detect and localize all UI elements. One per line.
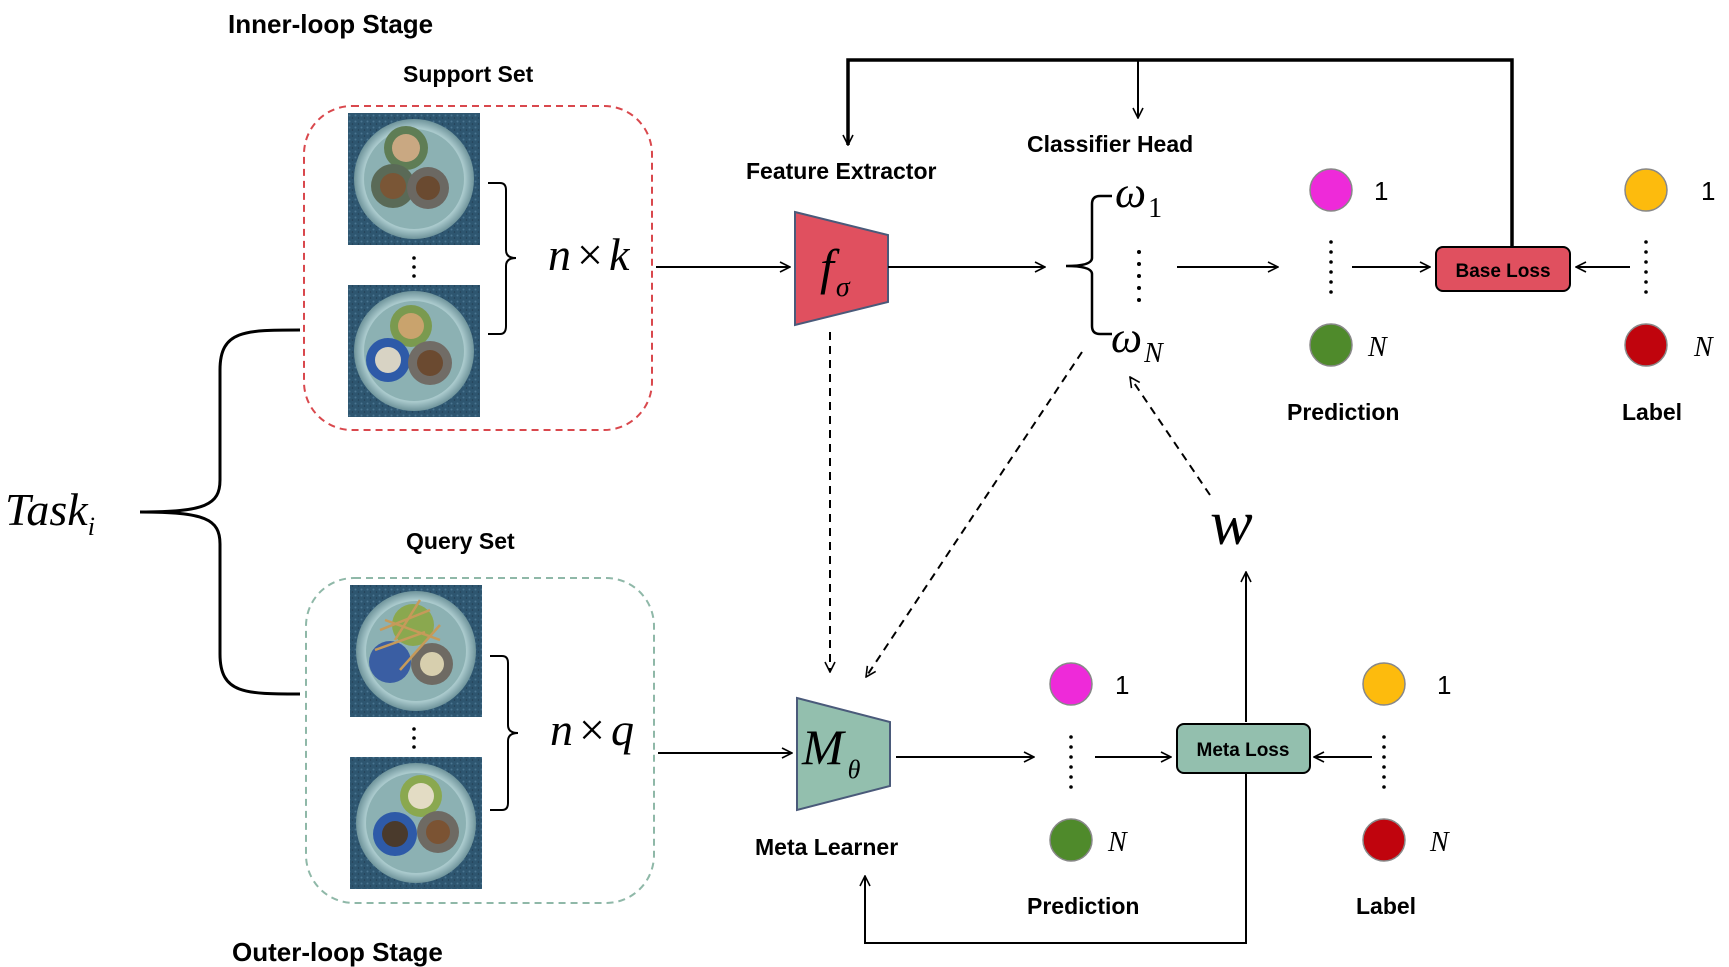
- support-set-title: Support Set: [403, 61, 534, 87]
- arrow-classifier-to-meta-learner: [866, 351, 1083, 677]
- outer-label-bottom-index: N: [1429, 827, 1450, 858]
- outer-label-top-index: 1: [1437, 670, 1451, 700]
- base-loss-box: [1435, 246, 1571, 292]
- support-set-box: [303, 105, 653, 431]
- outer-label-top-circle: [1362, 662, 1406, 706]
- outer-prediction-ellipsis: [1069, 735, 1073, 789]
- arrow-w-to-classifier: [1130, 377, 1211, 496]
- meta-loss-label: Meta Loss: [1197, 740, 1290, 761]
- query-image-bottom: [350, 757, 482, 889]
- outer-prediction-top-circle: [1049, 662, 1093, 706]
- task-label: Taski: [5, 484, 95, 541]
- outer-loop-stage-title: Outer-loop Stage: [232, 937, 443, 967]
- feature-extractor-label: Feature Extractor: [746, 158, 937, 184]
- query-set-title: Query Set: [406, 528, 515, 554]
- inner-loop-stage-title: Inner-loop Stage: [228, 9, 433, 39]
- arrow-base-loss-feedback: [848, 58, 1514, 247]
- inner-prediction-bottom-circle: [1309, 323, 1353, 367]
- query-formula: n×q: [550, 704, 634, 755]
- outer-prediction-title: Prediction: [1027, 893, 1139, 919]
- support-image-bottom: [348, 285, 480, 417]
- query-ellipsis: [412, 727, 416, 749]
- support-formula: n×k: [548, 229, 631, 280]
- arrow-meta-loss-feedback: [865, 773, 1247, 944]
- inner-label-ellipsis: [1644, 240, 1648, 294]
- classifier-ellipsis: [1137, 250, 1141, 302]
- base-loss-label: Base Loss: [1455, 261, 1550, 282]
- query-set-box: [305, 577, 655, 904]
- classifier-head-label: Classifier Head: [1027, 131, 1193, 157]
- outer-prediction-top-index: 1: [1115, 670, 1129, 700]
- outer-prediction-bottom-index: N: [1107, 827, 1128, 858]
- inner-label-bottom-circle: [1624, 323, 1668, 367]
- inner-prediction-top-index: 1: [1374, 176, 1388, 206]
- inner-prediction-ellipsis: [1329, 240, 1333, 294]
- outer-label-bottom-circle: [1362, 818, 1406, 862]
- feature-extractor-block: [794, 210, 889, 327]
- support-brace: [488, 182, 517, 335]
- query-image-top: [350, 585, 482, 717]
- meta-loss-box: [1176, 723, 1311, 774]
- meta-learner-label: Meta Learner: [755, 834, 898, 860]
- classifier-brace: [1065, 194, 1112, 336]
- inner-prediction-title: Prediction: [1287, 399, 1399, 425]
- inner-label-top-circle: [1624, 168, 1668, 212]
- meta-learner-block: [796, 696, 891, 812]
- omega-1: ω1: [1115, 168, 1162, 224]
- omega-n: ωN: [1111, 313, 1164, 369]
- inner-label-bottom-index: N: [1693, 332, 1714, 363]
- outer-prediction-bottom-circle: [1049, 818, 1093, 862]
- outer-label-ellipsis: [1382, 735, 1386, 789]
- task-brace: [139, 328, 301, 696]
- support-ellipsis: [412, 256, 416, 278]
- inner-prediction-bottom-index: N: [1367, 332, 1388, 363]
- inner-label-title: Label: [1622, 399, 1682, 425]
- inner-label-top-index: 1: [1701, 176, 1715, 206]
- support-image-top: [348, 113, 480, 245]
- query-brace: [490, 655, 519, 811]
- inner-prediction-top-circle: [1309, 168, 1353, 212]
- w-symbol: w: [1210, 487, 1253, 558]
- outer-label-title: Label: [1356, 893, 1416, 919]
